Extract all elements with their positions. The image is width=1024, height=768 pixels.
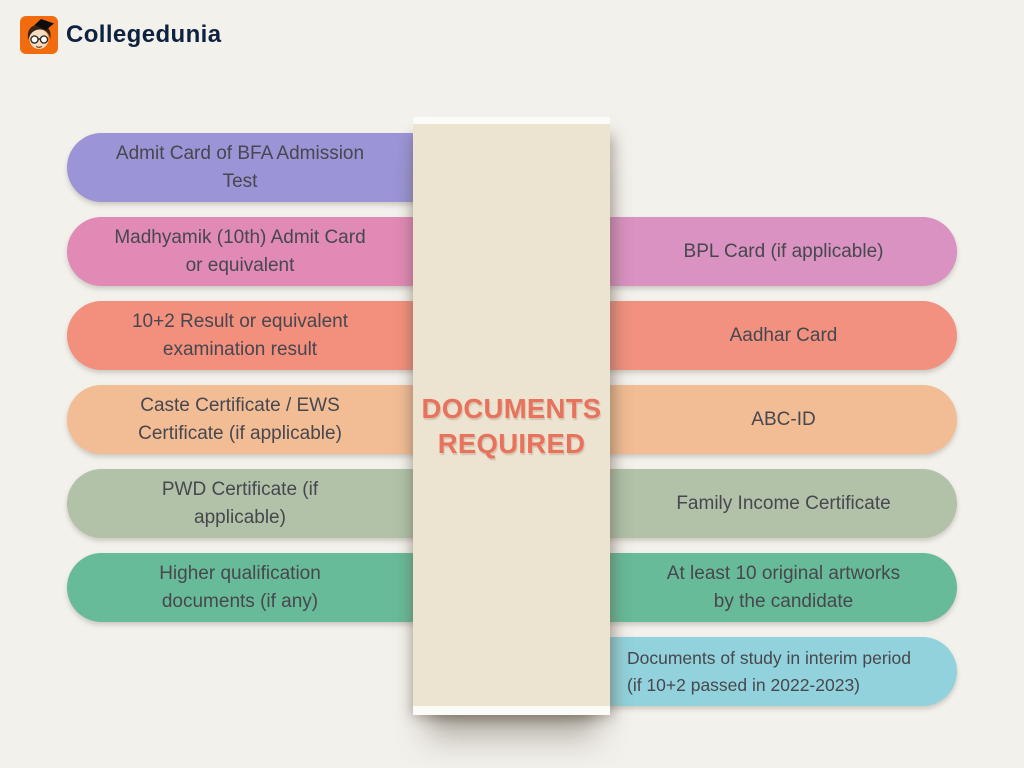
pill-label: ABC-ID (751, 408, 816, 430)
pill-label: Aadhar Card (729, 324, 838, 346)
document-pill-right-1: BPL Card (if applicable) (578, 217, 957, 286)
document-pill-left-3: 10+2 Result or equivalent examination re… (67, 301, 445, 370)
mascot-face-icon (27, 19, 54, 49)
pill-label: Caste Certificate / EWS Certificate (if … (138, 394, 342, 444)
document-pill-left-6: Higher qualification documents (if any) (67, 553, 445, 622)
main-title: DOCUMENTS REQUIRED (421, 392, 602, 459)
pill-label: 10+2 Result or equivalent examination re… (131, 310, 348, 360)
collegedunia-logo-icon (20, 16, 58, 54)
pill-label: Madhyamik (10th) Admit Card or equivalen… (114, 226, 366, 276)
pill-label: Documents of study in interim period (if… (627, 648, 912, 695)
document-pill-right-2: Aadhar Card (578, 301, 957, 370)
document-pill-right-3: ABC-ID (578, 385, 957, 454)
center-panel: DOCUMENTS REQUIRED (413, 117, 610, 715)
pill-label: At least 10 original artworks by the can… (666, 562, 901, 612)
document-pill-left-5: PWD Certificate (if applicable) (67, 469, 445, 538)
pill-label: Higher qualification documents (if any) (159, 562, 321, 612)
pill-label: PWD Certificate (if applicable) (161, 478, 319, 528)
brand-header: Collegedunia (20, 16, 221, 54)
document-pill-right-4: Family Income Certificate (578, 469, 957, 538)
center-panel-paper: DOCUMENTS REQUIRED (413, 124, 610, 706)
pill-label: BPL Card (if applicable) (683, 240, 884, 262)
document-pill-left-2: Madhyamik (10th) Admit Card or equivalen… (67, 217, 445, 286)
brand-name: Collegedunia (66, 21, 222, 48)
pill-label: Admit Card of BFA Admission Test (115, 142, 365, 192)
document-pill-right-5: At least 10 original artworks by the can… (578, 553, 957, 622)
document-pill-right-6: Documents of study in interim period (if… (578, 637, 957, 706)
document-pill-left-4: Caste Certificate / EWS Certificate (if … (67, 385, 445, 454)
document-pill-left-1: Admit Card of BFA Admission Test (67, 133, 445, 202)
pill-label: Family Income Certificate (676, 492, 891, 514)
